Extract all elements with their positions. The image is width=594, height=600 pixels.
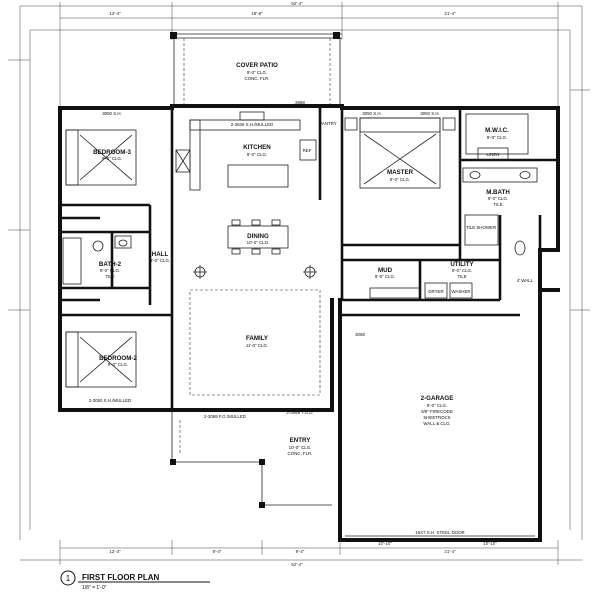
dim-bottom-overall: 52'-4" — [291, 562, 303, 567]
shower-label: TILE SHOWER — [466, 225, 496, 230]
patio-name: COVER PATIO — [236, 62, 278, 69]
entry-name: ENTRY — [290, 437, 312, 444]
ceiling-fan-icon — [303, 265, 317, 279]
bath2-floor: TILE — [105, 274, 114, 279]
bed-icon — [65, 129, 137, 186]
bath2-fixtures — [62, 235, 132, 285]
utility-name: UTILITY — [450, 261, 474, 268]
mbath-ceiling: 9'-0" CLG. — [488, 196, 508, 201]
bedroom3-window: 3050 S.H. — [102, 111, 122, 116]
entry-porch — [170, 410, 332, 508]
mud-bench — [369, 287, 421, 299]
dining-ceiling: 10'-0" CLG. — [247, 240, 270, 245]
entry-door-label: 2-3068 T.G.D. — [286, 410, 313, 415]
dim-top-seg2: 18'-8" — [251, 11, 263, 16]
entry-ceiling: 10'-0" CLG. — [289, 445, 312, 450]
family-name: FAMILY — [246, 335, 269, 342]
master-window-1: 3050 S.H. — [362, 111, 382, 116]
wic-shelving — [465, 113, 529, 155]
dining-name: DINING — [247, 233, 269, 240]
bottom-dimension-lines — [20, 540, 582, 565]
top-dimension-lines — [8, 2, 590, 540]
dryer-label: DRYER — [428, 289, 443, 294]
wic-name: M.W.I.C. — [485, 127, 509, 134]
bed-icon — [65, 331, 137, 388]
bedroom3-ceiling: 9'-0" CLG. — [102, 156, 122, 161]
hall-ceiling: 9'-0" CLG. — [150, 258, 170, 263]
mbath-name: M.BATH — [486, 189, 510, 196]
family-ceiling: 11'-0" CLG. — [246, 343, 268, 348]
dining-table — [227, 219, 289, 255]
mud-name: MUD — [378, 267, 393, 274]
garage-ceiling: 9'-0" CLG. — [427, 403, 447, 408]
linen-label: LINEN — [487, 152, 500, 157]
sheet-title: FIRST FLOOR PLAN — [82, 573, 160, 582]
ceiling-fan-icon — [193, 265, 207, 279]
family-tray-ceiling — [189, 289, 321, 396]
dim-bottom-seg4: 21'-4" — [444, 549, 456, 554]
dim-top-overall: 52'-4" — [291, 1, 303, 6]
patio-door-label: 2868 — [295, 100, 305, 105]
master-name: MASTER — [387, 169, 414, 176]
washer-label: WASHER — [451, 289, 470, 294]
dim-top-seg3: 21'-4" — [444, 11, 456, 16]
mud-ceiling: 9'-0" CLG. — [375, 274, 395, 279]
hall-name: HALL — [152, 251, 169, 258]
bed-icon — [344, 117, 456, 189]
kitchen-name: KITCHEN — [243, 144, 271, 151]
kitchen-fixtures — [175, 111, 317, 191]
fridge-label: REF — [303, 148, 312, 153]
sheet-scale: 1/8" = 1'-0" — [82, 585, 107, 591]
wall-4ft-label: 4' WALL — [517, 278, 534, 283]
dim-bottom-seg2: 9'-4" — [213, 549, 222, 554]
garage-door-label: 16X7 S.H. STEEL DOOR — [415, 530, 464, 535]
dim-top-seg1: 12'-4" — [109, 11, 121, 16]
wic-ceiling: 9'-0" CLG. — [487, 135, 507, 140]
mbath-fixtures — [462, 147, 538, 256]
sheet-title-block — [60, 570, 210, 586]
dim-bottom-seg3: 9'-4" — [296, 549, 305, 554]
garage-firecode: 5/8" FIRECODE — [421, 409, 453, 414]
garage-name: 2-GARAGE — [421, 395, 454, 402]
kitchen-ceiling: 9'-0" CLG. — [247, 152, 267, 157]
dim-bottom-seg1: 12'-4" — [109, 549, 121, 554]
patio-ceiling: 9'-0" CLG. — [247, 70, 267, 75]
bath2-name: BATH-2 — [99, 261, 122, 268]
master-window-2: 3050 S.H. — [420, 111, 440, 116]
dim-garage-left: 10'-10" — [378, 541, 392, 546]
pantry-label: PANTRY — [319, 121, 336, 126]
family-window: 2-3068 F.G./MULLED — [204, 414, 246, 419]
exterior-walls — [58, 104, 560, 542]
mbath-floor: TILE — [493, 202, 502, 207]
utility-floor: TILE — [457, 274, 466, 279]
patio-floor: CONC. FLR. — [245, 76, 270, 81]
bedroom2-name: BEDROOM-2 — [99, 355, 137, 362]
garage-entry-door: 3068 — [355, 332, 365, 337]
entry-floor: CONC. FLR. — [288, 451, 313, 456]
interior-walls — [60, 108, 558, 410]
dim-garage-right: 10'-10" — [483, 541, 497, 546]
laundry-appliances — [424, 282, 473, 299]
master-ceiling: 9'-0" CLG. — [390, 177, 410, 182]
utility-ceiling: 9'-0" CLG. — [452, 268, 472, 273]
kitchen-window: 2-3636 S.H./MULLED — [231, 122, 273, 127]
sheet-number: 1 — [66, 574, 71, 583]
garage-wall: WALL & CLG. — [423, 421, 450, 426]
bedroom2-ceiling: 9'-0" CLG. — [108, 362, 128, 367]
cover-patio — [170, 32, 342, 106]
bedroom2-window: 2-3050 S.H./MULLED — [89, 398, 131, 403]
bath2-ceiling: 9'-0" CLG. — [100, 268, 120, 273]
garage-sheetrock: SHEETROCK — [423, 415, 450, 420]
bedroom3-name: BEDROOM-3 — [93, 149, 131, 156]
